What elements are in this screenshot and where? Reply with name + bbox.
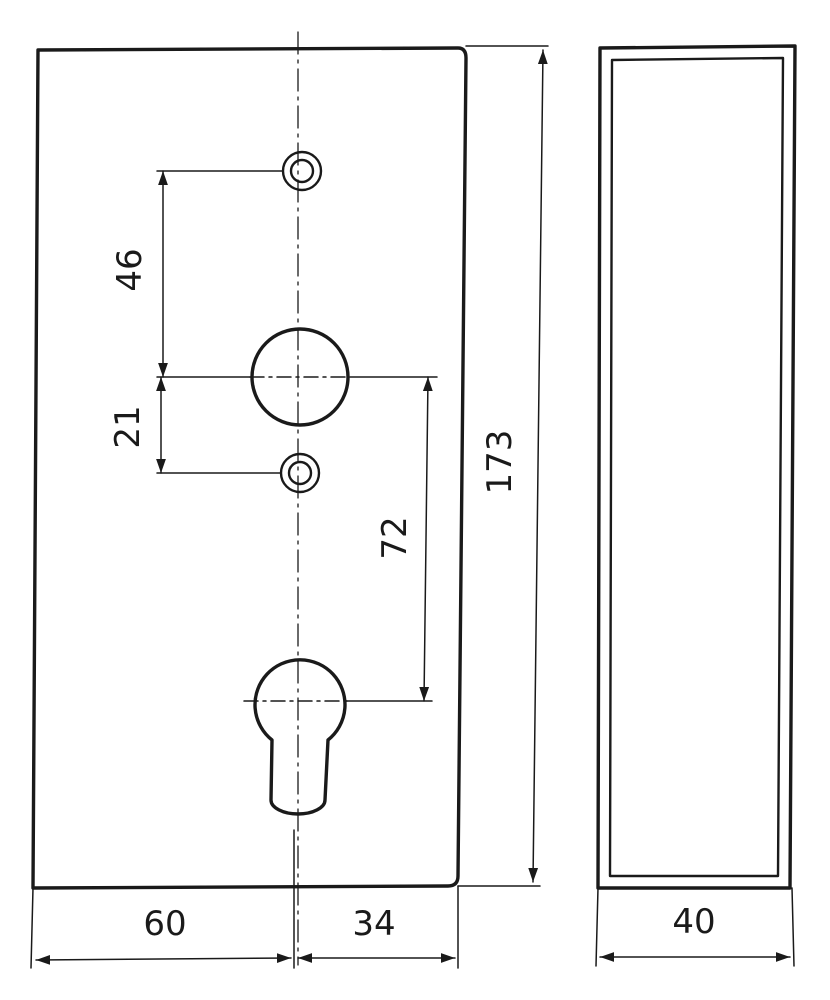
dim-label-21: 21: [108, 405, 148, 448]
plate-outline: [31, 46, 468, 890]
dimension-21: 21: [108, 376, 282, 474]
dim-label-72: 72: [375, 516, 415, 559]
dim-label-60: 60: [143, 904, 186, 944]
cylinder-cutout: [253, 658, 347, 816]
dimension-34: 34: [297, 885, 459, 969]
dimension-72: 72: [344, 376, 438, 702]
dim-label-173: 173: [480, 430, 520, 495]
dim-label-46: 46: [110, 248, 150, 291]
spindle-hole: [249, 327, 351, 427]
dimension-60: 60: [30, 829, 295, 969]
dim-label-40: 40: [672, 902, 715, 942]
dimension-173: 173: [457, 45, 549, 887]
side-outer-outline: [596, 44, 797, 890]
side-view: [596, 44, 797, 890]
upper-screw-hole: [281, 150, 323, 192]
dimension-46: 46: [110, 170, 283, 378]
dim-label-34: 34: [352, 904, 395, 944]
dimension-40: 40: [595, 887, 795, 967]
lower-screw-hole: [279, 452, 321, 494]
front-view: [31, 31, 468, 966]
side-inner-outline: [608, 56, 785, 878]
